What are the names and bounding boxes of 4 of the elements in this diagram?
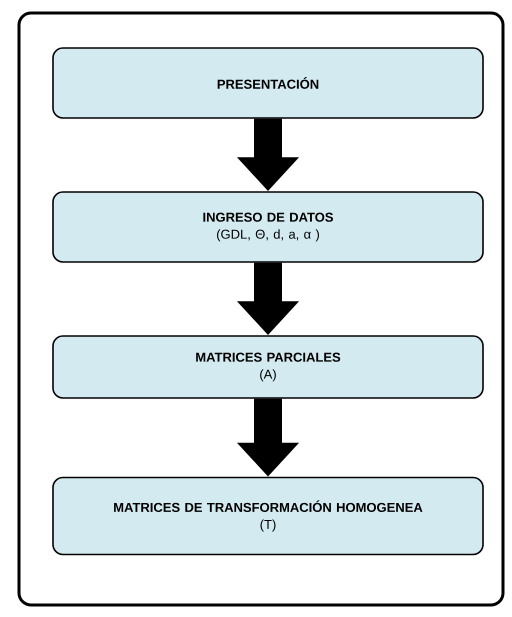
process-box: MATRICES PARCIALES (A) <box>52 335 484 399</box>
process-box: INGRESO DE DATOS (GDL, Θ, d, a, α ) <box>52 191 484 263</box>
process-box: MATRICES DE TRANSFORMACIÓN HOMOGENEA (T) <box>52 476 484 556</box>
process-box: PRESENTACIÓN <box>52 47 484 119</box>
